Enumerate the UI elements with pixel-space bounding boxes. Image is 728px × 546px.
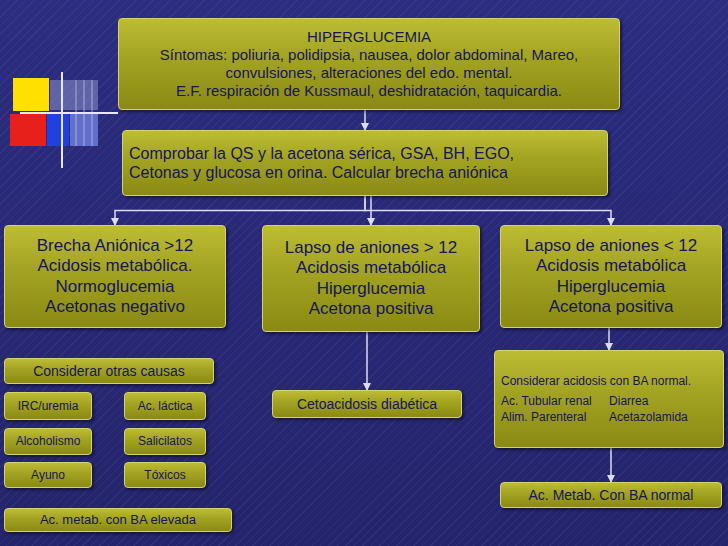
node-text: Acidosis metabólica <box>296 258 446 278</box>
node-text: E.F. respiración de Kussmaul, deshidrata… <box>176 82 562 100</box>
node-text: Síntomas: poliuria, polidipsia, nausea, … <box>147 46 592 82</box>
process-box: Considerar acidosis con BA normal. Ac. Tu… <box>494 350 724 448</box>
flow-arrow <box>364 110 366 130</box>
cause-box: Tóxicos <box>124 462 206 488</box>
node-text: Tóxicos <box>144 468 185 482</box>
node-text: Ac. metab. con BA elevada <box>40 512 196 528</box>
red-square <box>10 114 46 146</box>
node-text: Lapso de aniones > 12 <box>285 238 458 258</box>
yellow-square <box>13 78 49 111</box>
node-text: Acetona positiva <box>549 297 674 317</box>
node-text: Acidosis metabólica <box>536 256 686 276</box>
cause-box: IRC/uremia <box>4 392 92 420</box>
result-box: Lapso de aniones < 12Acidosis metabólica… <box>500 225 722 328</box>
node-text: Hiperglucemia <box>557 277 666 297</box>
grid-square <box>50 80 98 110</box>
node-text: Ayuno <box>31 468 65 482</box>
node-text: Alim. Parenteral <box>501 410 586 424</box>
process-box: Considerar otras causas <box>4 358 214 384</box>
cause-box: Ac. láctica <box>124 392 206 420</box>
flow-arrow <box>115 196 365 225</box>
node-text: Acetonas negativo <box>45 297 185 317</box>
decoration <box>0 0 130 175</box>
diagnosis-box: Cetoacidosis diabética <box>272 390 462 418</box>
node-text: Ac. Tubular renal <box>501 394 592 408</box>
title-box: HIPERGLUCEMIASíntomas: poliuria, polidip… <box>118 18 620 110</box>
node-text: Diarrea <box>609 394 648 408</box>
flow-arrow <box>365 196 611 225</box>
flow-arrow <box>610 448 612 482</box>
node-text: Considerar acidosis con BA normal. <box>501 374 691 388</box>
node-text: Cetoacidosis diabética <box>297 396 437 413</box>
node-text: Ac. láctica <box>138 399 193 413</box>
node-text: Hiperglucemia <box>317 279 426 299</box>
flow-arrow <box>608 328 610 350</box>
node-text: Acetazolamida <box>609 410 688 424</box>
deco-line <box>20 112 118 114</box>
deco-line <box>61 72 63 168</box>
cause-box: Salicilatos <box>124 428 206 455</box>
cause-box: Ayuno <box>4 462 92 488</box>
node-text: Comprobar la QS y la acetona sérica, GSA… <box>129 144 569 182</box>
result-box: Lapso de aniones > 12Acidosis metabólica… <box>262 225 480 332</box>
node-text: HIPERGLUCEMIA <box>307 28 431 46</box>
cause-box: Alcoholismo <box>4 428 92 455</box>
process-box: Comprobar la QS y la acetona sérica, GSA… <box>122 130 608 196</box>
node-text: Salicilatos <box>138 434 192 448</box>
blue-square <box>47 114 69 146</box>
node-text: Normoglucemia <box>55 277 174 297</box>
node-text: IRC/uremia <box>18 399 79 413</box>
node-text: Acidosis metabólica. <box>38 256 193 276</box>
node-text: Acetona positiva <box>309 299 434 319</box>
diagnosis-box: Ac. Metab. Con BA normal <box>500 482 722 508</box>
node-text: Brecha Aniónica >12 <box>37 236 193 256</box>
result-box: Brecha Aniónica >12Acidosis metabólica.N… <box>4 225 226 328</box>
node-text: Ac. Metab. Con BA normal <box>529 487 694 504</box>
node-text: Lapso de aniones < 12 <box>525 236 698 256</box>
diagnosis-box: Ac. metab. con BA elevada <box>4 508 232 532</box>
node-text: Considerar otras causas <box>33 363 185 380</box>
node-text: Alcoholismo <box>16 434 81 448</box>
flow-arrow <box>366 332 368 390</box>
